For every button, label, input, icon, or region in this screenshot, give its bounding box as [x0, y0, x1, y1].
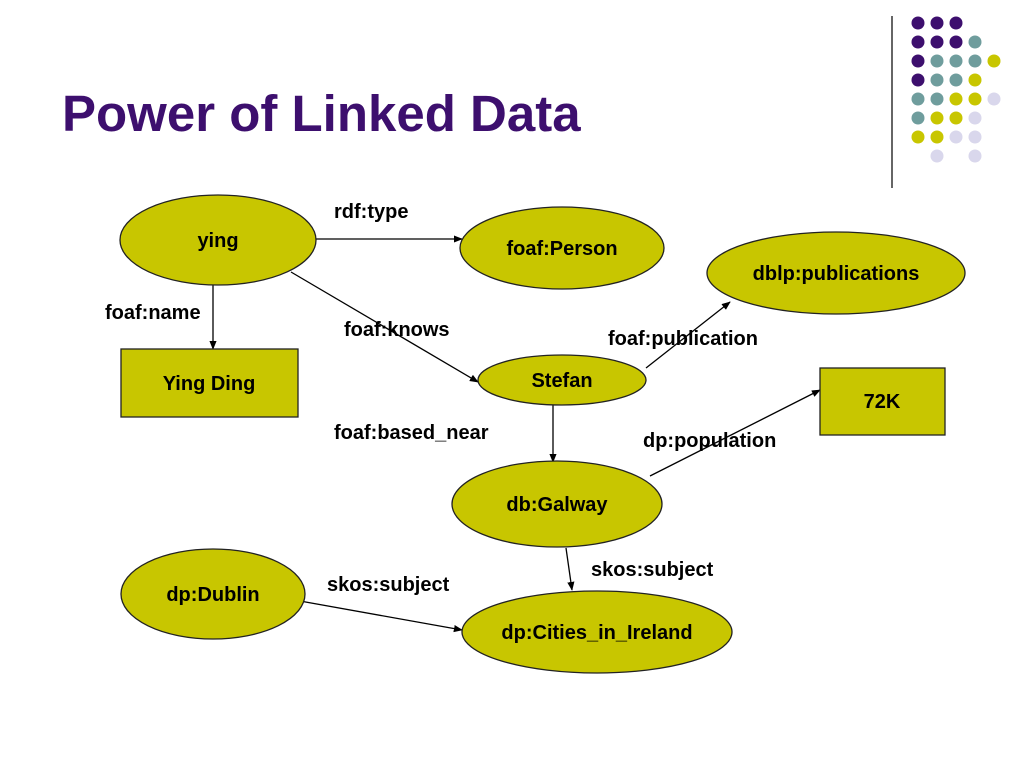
node-ying-label: ying [197, 230, 238, 252]
decor-dot [911, 73, 925, 87]
decor-dot [930, 111, 944, 125]
edge-foaf-publication [645, 301, 731, 369]
decor-dot [968, 130, 982, 144]
decor-dot [968, 92, 982, 106]
node-labels: ying foaf:Person dblp:publications Ying … [163, 230, 920, 644]
node-72k-label: 72K [864, 391, 901, 413]
edge-label-foaf-name: foaf:name [105, 302, 201, 324]
node-stefan-shape [477, 354, 647, 406]
decor-dot [930, 130, 944, 144]
edge-dp-population [649, 389, 821, 477]
node-dp-cities-label: dp:Cities_in_Ireland [501, 622, 692, 644]
node-db-galway-label: db:Galway [506, 494, 608, 516]
decor-dot [968, 149, 982, 163]
node-foaf-person-label: foaf:Person [506, 238, 617, 260]
edge-skos-subject-dublin [299, 600, 463, 633]
node-stefan-label: Stefan [531, 370, 592, 392]
decor-dot [911, 111, 925, 125]
node-dp-dublin-label: dp:Dublin [166, 584, 259, 606]
decor-dot [911, 130, 925, 144]
edge-label-foaf-knows: foaf:knows [344, 319, 450, 341]
decor-dot [911, 16, 925, 30]
edge-labels: rdf:type foaf:name foaf:knows foaf:publi… [105, 201, 776, 596]
decor-dot [968, 35, 982, 49]
decor-dot [949, 92, 963, 106]
decor-dot [911, 92, 925, 106]
decor-dot [987, 92, 1001, 106]
decor-dot [949, 35, 963, 49]
slide-title: Power of Linked Data [62, 85, 581, 142]
node-dp-cities-shape [461, 590, 733, 674]
decor-dot [949, 16, 963, 30]
decor-dot [968, 73, 982, 87]
decor-dot [930, 35, 944, 49]
decor-dot [949, 73, 963, 87]
nodes [119, 194, 966, 674]
decor-dot [930, 16, 944, 30]
edge-label-skos-subject-dublin: skos:subject [327, 574, 450, 596]
dot-grid [911, 16, 1001, 163]
node-dblp-publications-shape [706, 231, 966, 315]
node-dp-dublin-shape [120, 548, 306, 640]
edge-skos-subject-galway [565, 547, 575, 591]
decor-dot [930, 92, 944, 106]
node-72k-shape [819, 367, 946, 436]
decor-dot [930, 149, 944, 163]
node-ying-ding-shape [120, 348, 299, 418]
decor-dot [911, 35, 925, 49]
decor-dot [930, 73, 944, 87]
decor-dot [987, 54, 1001, 68]
edge-label-foaf-based-near: foaf:based_near [334, 422, 489, 444]
node-db-galway-shape [451, 460, 663, 548]
node-foaf-person-shape [459, 206, 665, 290]
decor-dot [949, 111, 963, 125]
decor-dot [911, 54, 925, 68]
decor-dot [930, 54, 944, 68]
edges [209, 235, 821, 633]
node-ying-ding-label: Ying Ding [163, 373, 256, 395]
edge-label-skos-subject-galway: skos:subject [591, 559, 714, 581]
edge-foaf-knows [290, 271, 479, 383]
node-ying-shape [119, 194, 317, 286]
decor-dot [949, 54, 963, 68]
decor-dot [968, 111, 982, 125]
edge-label-rdf-type: rdf:type [334, 201, 408, 223]
decor-dot [949, 130, 963, 144]
node-dblp-publications-label: dblp:publications [753, 263, 920, 285]
edge-label-dp-population: dp:population [643, 430, 776, 452]
decor-dot [968, 54, 982, 68]
edge-label-foaf-publication: foaf:publication [608, 328, 758, 350]
